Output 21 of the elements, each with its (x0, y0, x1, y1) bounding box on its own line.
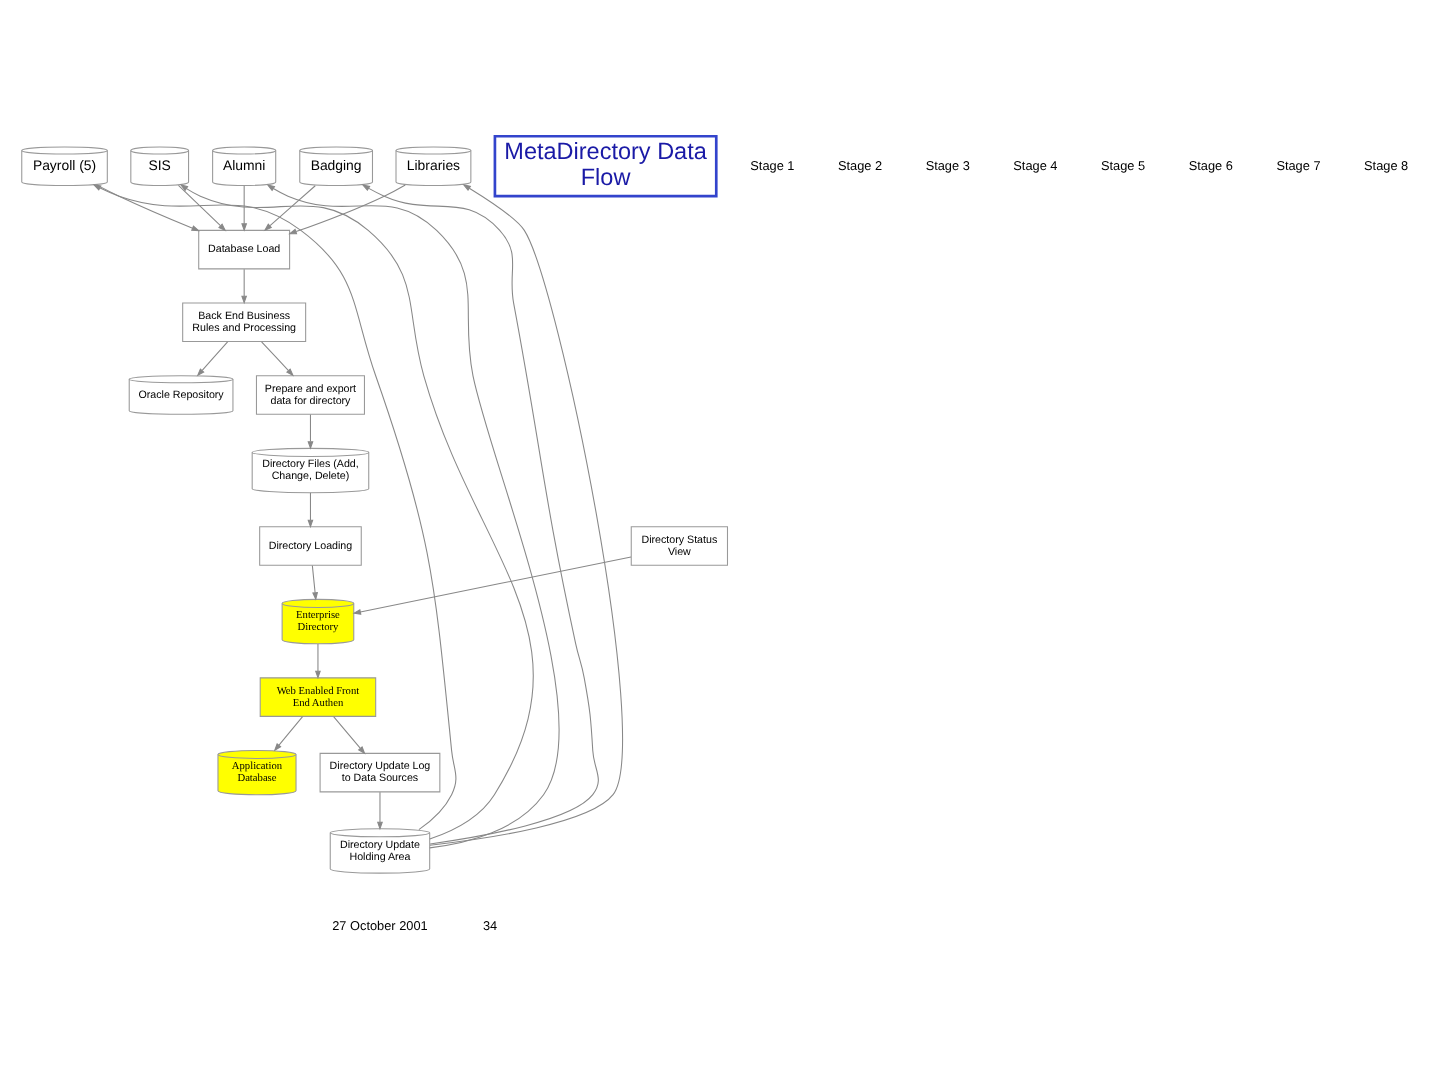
arrow (311, 564, 319, 600)
arrow (361, 183, 599, 844)
arrow (263, 184, 316, 231)
arrow (177, 183, 227, 231)
arrow (314, 642, 321, 679)
arrow (333, 715, 366, 754)
arrow (352, 555, 632, 614)
arrow (241, 184, 248, 231)
arrow (376, 790, 383, 830)
arrow (429, 182, 624, 845)
arrow (96, 183, 201, 231)
arrow (92, 183, 457, 830)
arrow (307, 413, 314, 449)
arrow (261, 340, 295, 376)
arrow (288, 183, 406, 234)
arrow (307, 491, 314, 528)
arrow (196, 340, 229, 376)
arrow (266, 183, 560, 848)
node-box: MetaDirectory Data Flow (493, 133, 718, 197)
arrow (273, 715, 304, 751)
arrow (241, 267, 248, 304)
